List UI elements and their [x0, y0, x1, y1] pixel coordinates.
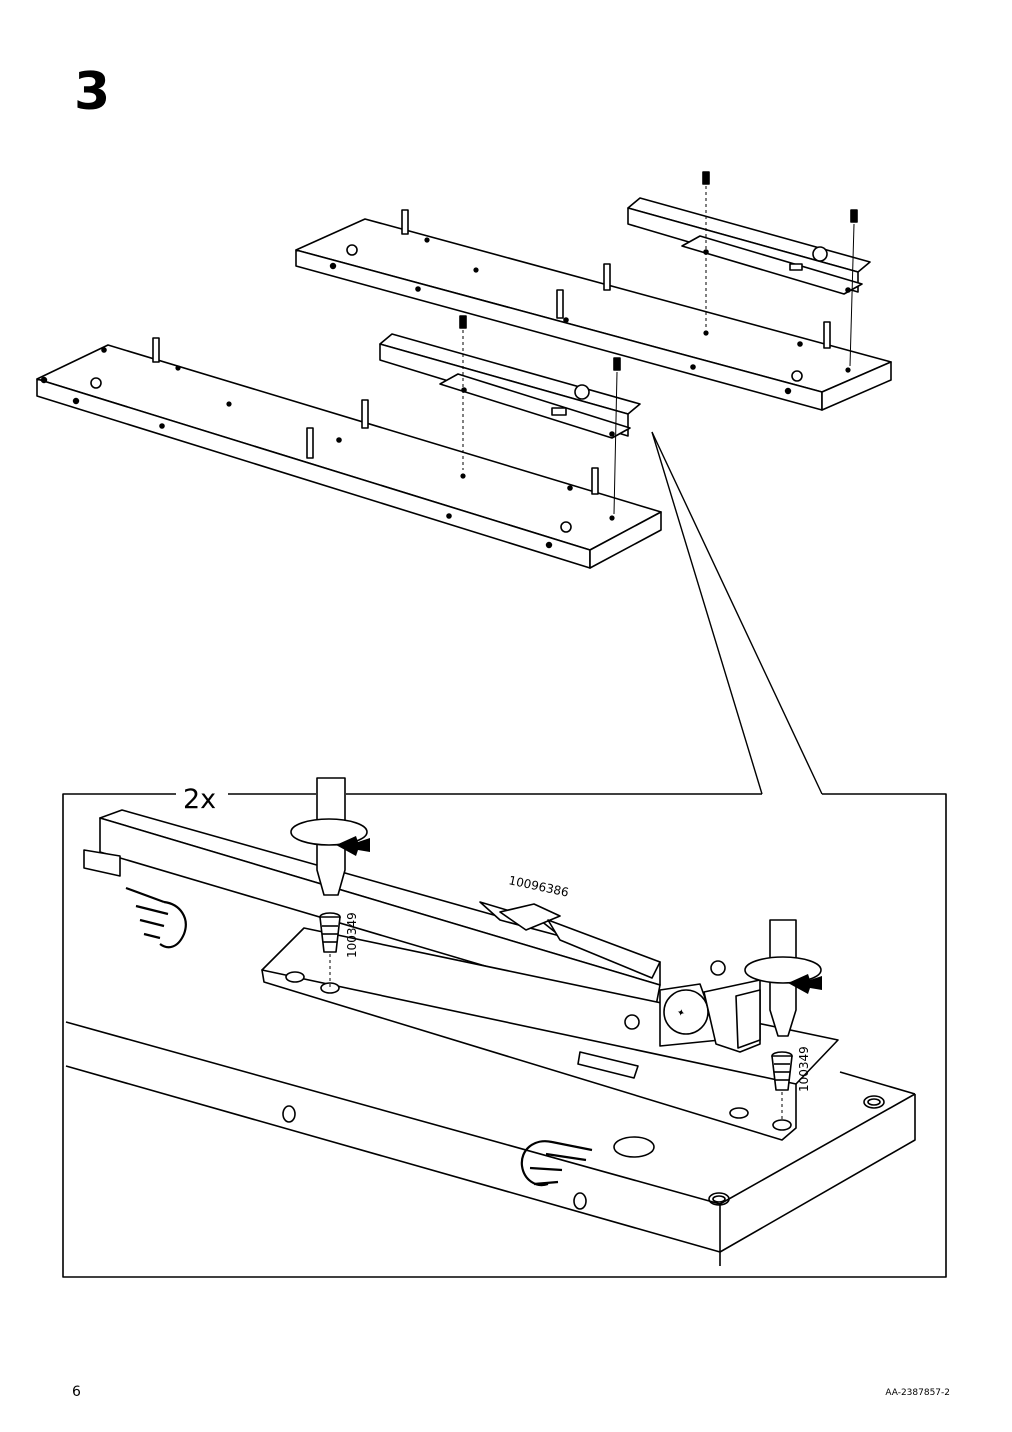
screw-part-number-left: 100349 [345, 912, 359, 958]
detail-drawer-slide [83, 809, 839, 1141]
front-drawer-slide [379, 333, 641, 439]
screwdriver-left [290, 777, 368, 896]
quantity-label: 2x [183, 784, 216, 815]
rotation-arrow-left-icon [336, 836, 370, 856]
screw-left [319, 912, 341, 990]
callout-lines [651, 431, 823, 795]
document-code: AA-2387857-2 [885, 1388, 950, 1398]
slide-cam-label: ✦ [675, 1007, 686, 1020]
pointing-hand-right-icon [520, 1140, 593, 1187]
screw-right [771, 1051, 793, 1122]
screw-part-number-right: 100349 [797, 1046, 811, 1092]
front-panel [36, 344, 662, 569]
back-slide-screws [702, 171, 858, 367]
back-drawer-slide [627, 197, 871, 295]
back-panel-dowels [401, 209, 831, 349]
back-panel [295, 218, 892, 411]
front-slide-screws [459, 315, 621, 515]
step-number: 3 [74, 62, 111, 122]
page-number: 6 [72, 1384, 81, 1400]
front-panel-dowels [152, 337, 599, 495]
pointing-hand-left-icon [125, 886, 187, 949]
rotation-arrow-right-icon [788, 974, 822, 994]
detail-panel [65, 1021, 916, 1266]
screwdriver-right [744, 919, 822, 1037]
detail-frame [62, 793, 947, 1278]
slide-part-number: 10096386 [507, 873, 570, 899]
